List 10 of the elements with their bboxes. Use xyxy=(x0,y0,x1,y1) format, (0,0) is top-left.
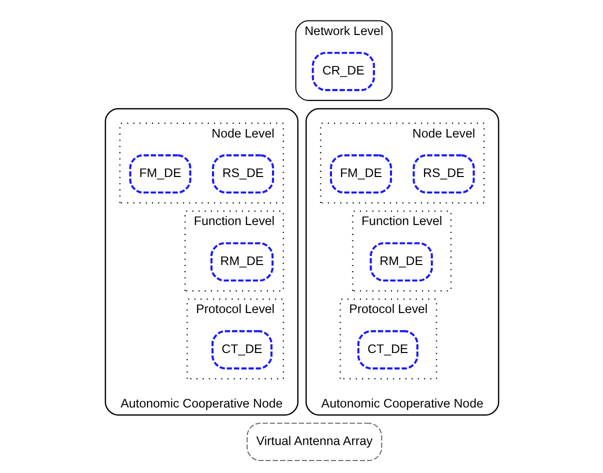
node-box: FM_DE xyxy=(128,154,191,194)
node-box: RS_DE xyxy=(412,154,474,194)
node-box: CT_DE xyxy=(210,330,272,370)
node-box: Virtual Antenna Array xyxy=(246,422,382,462)
node-box: FM_DE xyxy=(329,154,392,194)
node-box: RM_DE xyxy=(210,242,274,282)
node-box: RS_DE xyxy=(211,154,274,194)
node-box: CT_DE xyxy=(356,330,418,370)
node-box: RM_DE xyxy=(369,242,432,282)
node-box: CR_DE xyxy=(311,52,374,92)
